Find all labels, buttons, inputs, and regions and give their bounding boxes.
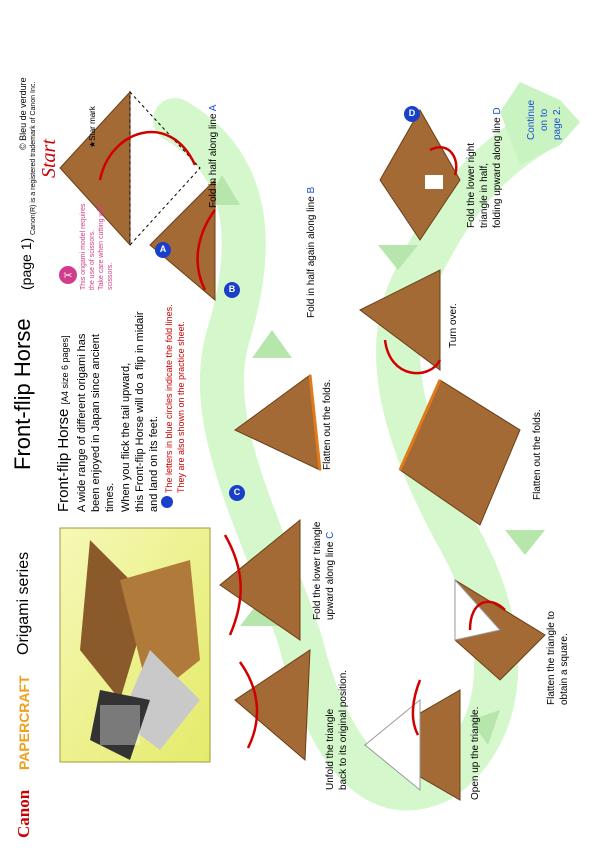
brand-logo: Canon	[14, 789, 33, 838]
step5-diagram	[234, 649, 311, 762]
step10-caption-3: folding upward along line D	[492, 107, 503, 228]
step5-caption-2: back to its original position.	[338, 669, 349, 790]
step4-text: upward along line	[325, 541, 336, 620]
page-title: Front-flip Horse	[10, 318, 35, 470]
flow-arrow-icon	[252, 330, 292, 358]
continue-line-3[interactable]: page 2.	[552, 106, 563, 140]
step9-diagram	[359, 269, 441, 371]
intro-line-5: this Front-flip Horse will do a flip in …	[134, 311, 146, 512]
step8-caption: Flatten out the folds.	[532, 409, 543, 500]
step2-marker: B	[306, 186, 317, 194]
marker-a: A	[159, 244, 167, 254]
step4-caption-1: Fold the lower triangle	[312, 521, 323, 620]
marker-c-circle	[229, 485, 245, 501]
step2-text: Fold in half again along line	[306, 196, 317, 318]
intro-line-6: and land on its feet.	[148, 415, 160, 512]
step5-caption-1: Unfold the triangle	[325, 708, 336, 790]
step3-caption: Flatten out the folds.	[322, 379, 333, 470]
svg-text:✂: ✂	[63, 269, 72, 282]
marker-d-circle	[404, 106, 420, 122]
continue-arrow-icon	[500, 82, 580, 165]
intro-heading-note: [A4 size 6 pages]	[60, 335, 70, 405]
intro-heading-text: Front-flip Horse	[55, 408, 72, 512]
intro-line-2: been enjoyed in Japan since ancient	[90, 334, 102, 512]
star-mark-label: ★Star mark	[88, 106, 97, 148]
marker-c: C	[233, 487, 241, 497]
continue-line-1[interactable]: Continue	[526, 99, 537, 140]
start-label: Start	[38, 139, 60, 178]
step7-caption-2: obtain a square.	[559, 633, 570, 705]
intro-line-1: A wide range of different origami has	[76, 333, 88, 512]
step9-caption: Turn over.	[448, 303, 459, 348]
step10-marker: D	[492, 107, 503, 115]
step2-diagram	[149, 178, 216, 302]
marker-b-circle	[224, 282, 240, 298]
trademark: Canon(R) is a registered trademark of Ca…	[30, 81, 37, 235]
intro-line-3: times.	[104, 482, 116, 512]
step10-caption-1: Fold the lower right	[466, 142, 477, 228]
page-label: (page 1)	[18, 237, 34, 290]
intro-line-4: When you flick the tail upward,	[120, 362, 132, 512]
scissors-note-4: scissors.	[107, 262, 114, 290]
legend-blue-circle	[161, 496, 173, 508]
step1-text: Fold in half along line	[208, 113, 219, 208]
intro-heading: Front-flip Horse [A4 size 6 pages]	[55, 335, 72, 512]
copyright: © Bleu de verdure	[18, 77, 28, 150]
step10-caption-2: triangle in half,	[479, 162, 490, 228]
step10-diagram	[379, 108, 461, 241]
legend-line-2: They are also shown on the practice shee…	[176, 321, 186, 493]
step1-caption: Fold in half along line A	[208, 105, 219, 208]
scissors-note-3: Take care when cutting with	[98, 204, 105, 290]
step1-marker: A	[208, 104, 219, 112]
continue-line-2[interactable]: on to	[539, 108, 550, 131]
legend-line-1: The letters in blue circles indicate the…	[164, 304, 174, 493]
scissors-note-1: This origami model requires	[80, 203, 87, 290]
step6-caption: Open up the triangle.	[470, 706, 481, 800]
flow-arrow-icon	[470, 710, 500, 745]
papercraft-logo: PAPERCRAFT	[16, 675, 32, 770]
step2-caption: Fold in half again along line B	[306, 187, 317, 318]
marker-d: D	[408, 108, 416, 118]
flow-arrow-icon	[378, 245, 418, 270]
step4-caption-2: upward along line C	[325, 532, 336, 620]
step4-marker: C	[325, 531, 336, 539]
marker-b: B	[228, 284, 236, 294]
series-label: Origami series	[15, 551, 32, 655]
step10-text: folding upward along line	[492, 117, 503, 228]
step4-diagram	[219, 518, 301, 641]
step7-caption-1: Flatten the triangle to	[546, 611, 557, 705]
flow-arrow-icon	[505, 530, 545, 555]
scissors-icon	[59, 266, 77, 284]
scissors-note-2: the use of scissors.	[89, 230, 96, 290]
marker-a-circle	[155, 242, 171, 258]
